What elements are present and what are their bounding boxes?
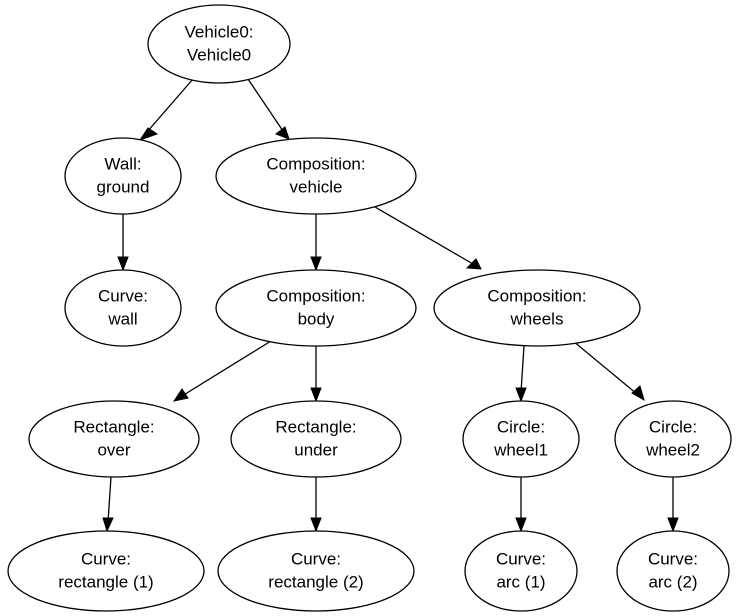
graph-edge-composition_vehicle-to-composition_wheels <box>374 206 482 270</box>
node-label-line2: wheel2 <box>645 440 700 459</box>
node-ellipse-shape[interactable] <box>215 269 417 347</box>
arrowhead-icon <box>274 126 290 140</box>
node-label-line2: wheel1 <box>493 440 548 459</box>
node-label-line2: Vehicle0 <box>187 45 251 64</box>
graph-edge-circle_wheel1-to-curve_arc_1 <box>515 477 527 533</box>
edges-layer <box>102 78 679 533</box>
node-ellipse-shape[interactable] <box>614 400 732 478</box>
graph-edge-composition_vehicle-to-composition_body <box>310 214 322 272</box>
node-ellipse-shape[interactable] <box>433 269 641 347</box>
node-label-line1: Composition: <box>266 286 365 305</box>
edge-line <box>247 78 284 132</box>
node-ellipse-shape[interactable] <box>616 530 730 612</box>
arrowhead-icon <box>631 385 645 402</box>
node-label-line1: Wall: <box>104 154 141 173</box>
node-label-line2: ground <box>97 177 150 196</box>
node-label-line1: Rectangle: <box>275 417 356 436</box>
node-label-line2: wheels <box>510 309 564 328</box>
graph-edge-vehicle0-to-wall_ground <box>138 78 194 141</box>
arrowhead-icon <box>172 388 189 402</box>
arrowhead-icon <box>310 256 322 272</box>
graph-edge-composition_wheels-to-circle_wheel2 <box>572 340 645 402</box>
graph-node-wall_ground[interactable]: Wall: ground <box>64 137 182 215</box>
node-ellipse-shape[interactable] <box>464 530 578 612</box>
graph-node-circle_wheel2[interactable]: Circle: wheel2 <box>614 400 732 478</box>
graph-node-curve_wall[interactable]: Curve: wall <box>64 269 182 347</box>
node-ellipse-shape[interactable] <box>215 137 417 215</box>
arrowhead-icon <box>667 517 679 533</box>
node-ellipse-shape[interactable] <box>28 400 200 478</box>
arrowhead-icon <box>465 258 482 270</box>
arrowhead-icon <box>515 517 527 533</box>
graph-node-curve_arc_1[interactable]: Curve: arc (1) <box>464 530 578 612</box>
node-label-line1: Curve: <box>81 549 131 568</box>
graph-node-rectangle_under[interactable]: Rectangle: under <box>230 400 402 478</box>
node-label-line1: Composition: <box>487 286 586 305</box>
node-label-line1: Vehicle0: <box>185 22 254 41</box>
node-label-line1: Curve: <box>291 549 341 568</box>
arrowhead-icon <box>515 387 527 403</box>
arrowhead-icon <box>117 256 129 272</box>
node-label-line2: arc (1) <box>496 572 545 591</box>
node-ellipse-shape[interactable] <box>230 400 402 478</box>
edge-line <box>572 340 638 395</box>
node-ellipse-shape[interactable] <box>217 530 415 612</box>
node-label-line2: rectangle (1) <box>58 572 153 591</box>
arrowhead-icon <box>310 517 322 533</box>
graph-node-curve_rectangle_2[interactable]: Curve: rectangle (2) <box>217 530 415 612</box>
node-label-line2: over <box>97 440 130 459</box>
graph-edge-rectangle_under-to-curve_rectangle_2 <box>310 477 322 533</box>
graph-node-circle_wheel1[interactable]: Circle: wheel1 <box>462 400 580 478</box>
arrowhead-icon <box>138 127 159 141</box>
node-label-line1: Curve: <box>496 549 546 568</box>
node-label-line1: Curve: <box>98 286 148 305</box>
node-ellipse-shape[interactable] <box>64 269 182 347</box>
node-label-line1: Circle: <box>497 417 545 436</box>
edge-line <box>146 78 194 133</box>
node-label-line2: vehicle <box>290 177 343 196</box>
node-label-line2: under <box>294 440 338 459</box>
node-ellipse-shape[interactable] <box>462 400 580 478</box>
edge-line <box>520 345 525 393</box>
graph-edge-wall_ground-to-curve_wall <box>117 214 129 272</box>
nodes-layer: Vehicle0:Vehicle0Wall:groundComposition:… <box>7 4 732 612</box>
graph-edge-composition_body-to-rectangle_under <box>310 346 322 403</box>
node-label-line1: Curve: <box>648 549 698 568</box>
edge-line <box>374 206 474 265</box>
node-ellipse-shape[interactable] <box>7 530 205 612</box>
graph-edge-circle_wheel2-to-curve_arc_2 <box>667 477 679 533</box>
node-label-line2: rectangle (2) <box>268 572 363 591</box>
node-label-line1: Circle: <box>649 417 697 436</box>
graph-edge-vehicle0-to-composition_vehicle <box>247 78 290 140</box>
graph-node-curve_rectangle_1[interactable]: Curve: rectangle (1) <box>7 530 205 612</box>
node-label-line2: wall <box>107 309 137 328</box>
node-ellipse-shape[interactable] <box>147 4 291 84</box>
node-ellipse-shape[interactable] <box>64 137 182 215</box>
graph-edge-composition_body-to-rectangle_over <box>172 340 272 402</box>
node-label-line1: Rectangle: <box>73 417 154 436</box>
node-label-line2: arc (2) <box>648 572 697 591</box>
edge-line <box>107 476 112 523</box>
graph-node-composition_vehicle[interactable]: Composition: vehicle <box>215 137 417 215</box>
arrowhead-icon <box>310 387 322 403</box>
graph-node-curve_arc_2[interactable]: Curve: arc (2) <box>616 530 730 612</box>
arrowhead-icon <box>102 517 114 533</box>
graph-node-vehicle0[interactable]: Vehicle0: Vehicle0 <box>147 4 291 84</box>
graph-node-composition_body[interactable]: Composition: body <box>215 269 417 347</box>
graph-edge-composition_wheels-to-circle_wheel1 <box>515 345 527 403</box>
node-label-line1: Composition: <box>266 154 365 173</box>
graph-node-rectangle_over[interactable]: Rectangle: over <box>28 400 200 478</box>
node-label-line2: body <box>298 309 335 328</box>
graph-edge-rectangle_over-to-curve_rectangle_1 <box>102 476 114 533</box>
graph-node-composition_wheels[interactable]: Composition: wheels <box>433 269 641 347</box>
edge-line <box>181 340 272 397</box>
